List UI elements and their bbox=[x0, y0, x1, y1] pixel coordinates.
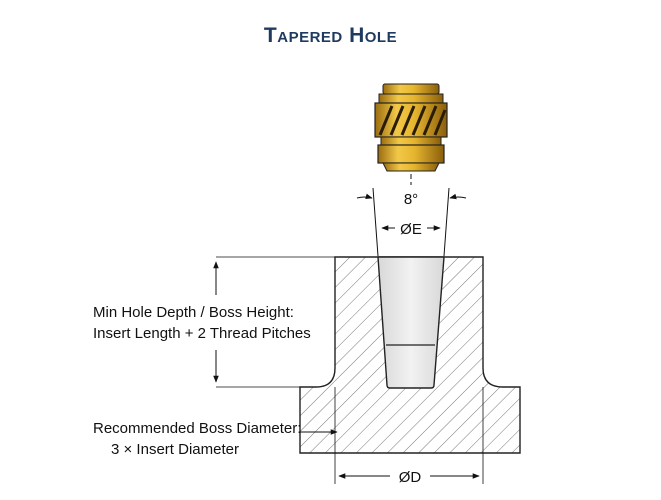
angle-arrow-left bbox=[356, 193, 373, 199]
tapered-hole bbox=[377, 256, 445, 389]
brass-insert-icon bbox=[374, 83, 448, 172]
dia-e-label: ØE bbox=[400, 221, 422, 238]
depth-note-line1: Min Hole Depth / Boss Height: bbox=[93, 304, 294, 321]
depth-note: Min Hole Depth / Boss Height: Insert Len… bbox=[93, 302, 311, 344]
diagram-title: Tapered Hole bbox=[263, 24, 398, 47]
boss-note-line2: 3 × Insert Diameter bbox=[111, 441, 239, 458]
angle-label: 8° bbox=[404, 191, 418, 208]
boss-note: Recommended Boss Diameter: 3 × Insert Di… bbox=[93, 418, 301, 460]
angle-extension-left bbox=[372, 187, 379, 257]
angle-extension-right bbox=[443, 187, 450, 257]
boss-note-line1: Recommended Boss Diameter: bbox=[93, 420, 302, 437]
dia-d-label: ØD bbox=[399, 469, 422, 486]
depth-note-line2: Insert Length + 2 Thread Pitches bbox=[93, 325, 311, 342]
angle-arrow-right bbox=[449, 193, 467, 200]
